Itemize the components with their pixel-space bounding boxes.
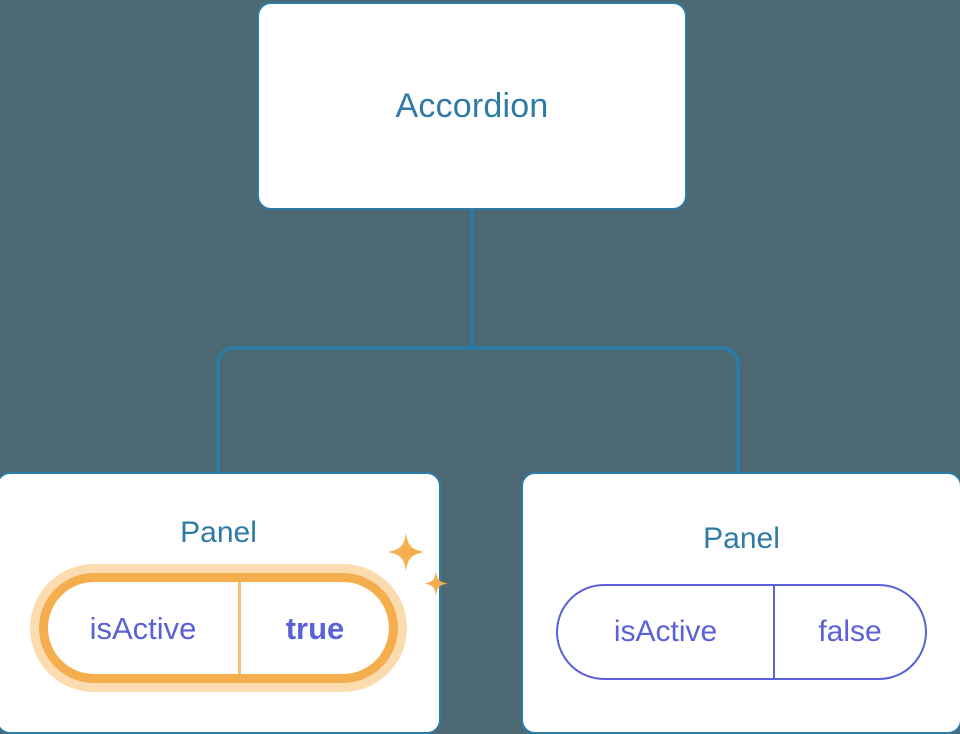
prop-pill-wrapper: isActive true: [39, 533, 448, 683]
node-panel-active[interactable]: Panel isActive true: [0, 472, 448, 734]
node-title: Panel: [703, 522, 780, 555]
sparkle-large-icon: [388, 533, 424, 571]
node-accordion[interactable]: Accordion: [257, 2, 687, 210]
node-title: Accordion: [395, 87, 549, 125]
prop-value: false: [773, 586, 925, 678]
prop-key: isActive: [89, 610, 197, 646]
edge-branch-right: [472, 346, 740, 472]
prop-pill[interactable]: isActive false: [556, 584, 927, 680]
prop-value: true: [238, 582, 389, 674]
node-panel-inactive[interactable]: Panel isActive false: [521, 472, 960, 734]
prop-pill-highlighted[interactable]: isActive true: [39, 573, 398, 683]
prop-key: isActive: [613, 615, 718, 648]
node-title: Panel: [180, 516, 257, 549]
sparkle-small-icon: [424, 571, 448, 596]
edge-branch-left: [216, 346, 472, 472]
sparkle-group: [388, 533, 448, 596]
prop-pill-wrapper: isActive false: [556, 584, 927, 680]
